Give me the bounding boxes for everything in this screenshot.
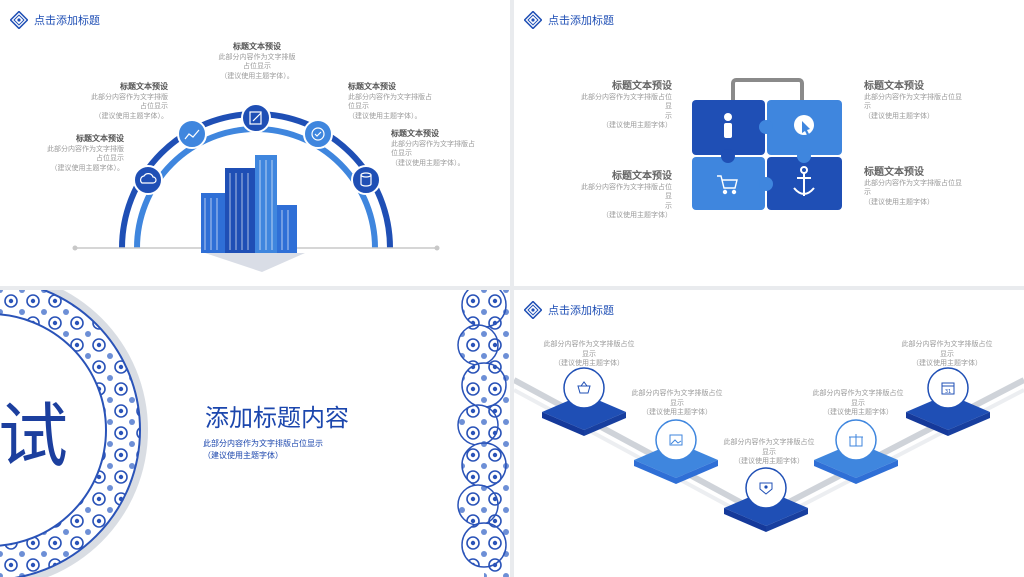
text-block-right-lower: 标题文本预设 此部分内容作为文字排版占位显示（建议使用主题字体）。: [391, 129, 475, 167]
calendar-day-label: 31: [945, 389, 951, 395]
step-text-5: 此部分内容作为文字排版占位显示（建议使用主题字体）: [901, 340, 993, 367]
anchor-icon: [793, 166, 815, 196]
text-block-bottom-left: 标题文本预设 此部分内容作为文字排版占位显示（建议使用主题字体）: [581, 171, 672, 219]
puzzle-briefcase-diagram: [692, 78, 842, 210]
trend-icon: [177, 119, 207, 149]
text-block-top: 标题文本预设 此部分内容作为文字排版占位显示（建议使用主题字体）。: [218, 42, 296, 80]
slide-header: 点击添加标题: [10, 11, 100, 29]
edit-icon: [241, 103, 271, 133]
slide-thumbnail-2[interactable]: 点击添加标题 标题文本预设 此部分内容作为文字排版占位显示（建议使用主题字体） …: [514, 0, 1024, 286]
check-icon: [303, 119, 333, 149]
basket-icon: [563, 367, 605, 409]
step-text-2: 此部分内容作为文字排版占位显示（建议使用主题字体）: [631, 389, 723, 416]
cloud-icon: [133, 165, 163, 195]
image-icon: [655, 419, 697, 461]
text-block-top-right: 标题文本预设 此部分内容作为文字排版占位显示（建议使用主题字体）: [864, 81, 962, 120]
badge-star-icon: [745, 467, 787, 509]
step-text-3: 此部分内容作为文字排版占位显示（建议使用主题字体）: [723, 438, 815, 465]
cursor-globe-icon: [794, 115, 814, 135]
slide-title: 点击添加标题: [34, 14, 100, 27]
gift-icon: [835, 419, 877, 461]
decorative-character: 试: [0, 395, 68, 477]
text-block-left-lower: 标题文本预设 此部分内容作为文字排版占位显示（建议使用主题字体）。: [47, 134, 124, 172]
section-title: 添加标题内容: [205, 404, 349, 432]
city-buildings-icon: [201, 155, 297, 253]
timeline-steps-diagram: 31: [514, 367, 1024, 532]
step-text-1: 此部分内容作为文字排版占位显示（建议使用主题字体）: [543, 340, 635, 367]
slide-thumbnail-1[interactable]: 点击添加标题: [0, 0, 510, 286]
diamond-logo-icon: [524, 301, 542, 319]
arch-diagram: [72, 103, 440, 272]
text-block-top-left: 标题文本预设 此部分内容作为文字排版占位显示（建议使用主题字体）: [581, 81, 672, 129]
cart-icon: [717, 175, 738, 195]
diamond-logo-icon: [10, 11, 28, 29]
person-icon: [724, 113, 732, 138]
calendar-icon: 31: [927, 367, 969, 409]
diamond-logo-icon: [524, 11, 542, 29]
step-text-4: 此部分内容作为文字排版占位显示（建议使用主题字体）: [812, 389, 904, 416]
text-block-right-upper: 标题文本预设 此部分内容作为文字排版占位显示（建议使用主题字体）。: [348, 82, 432, 120]
step-platform-1: [542, 394, 626, 436]
text-block-left-upper: 标题文本预设 此部分内容作为文字排版占位显示（建议使用主题字体）。: [91, 82, 168, 120]
slide-title: 点击添加标题: [548, 304, 614, 317]
section-subtitle: 此部分内容作为文字排版占位显示 （建议使用主题字体）: [203, 439, 323, 460]
database-icon: [351, 165, 381, 195]
text-block-bottom-right: 标题文本预设 此部分内容作为文字排版占位显示（建议使用主题字体）: [864, 167, 962, 206]
slide-thumbnail-4[interactable]: 点击添加标题: [514, 290, 1024, 577]
slide-header: 点击添加标题: [524, 301, 614, 319]
step-platform-5: [906, 394, 990, 436]
slide-thumbnail-3[interactable]: 试 添加标题内容 此部分内容作为文字排版占位显示 （建议使用主题字体）: [0, 290, 510, 577]
slide-header: 点击添加标题: [524, 11, 614, 29]
porcelain-decoration: [0, 290, 510, 577]
slide-title: 点击添加标题: [548, 14, 614, 27]
